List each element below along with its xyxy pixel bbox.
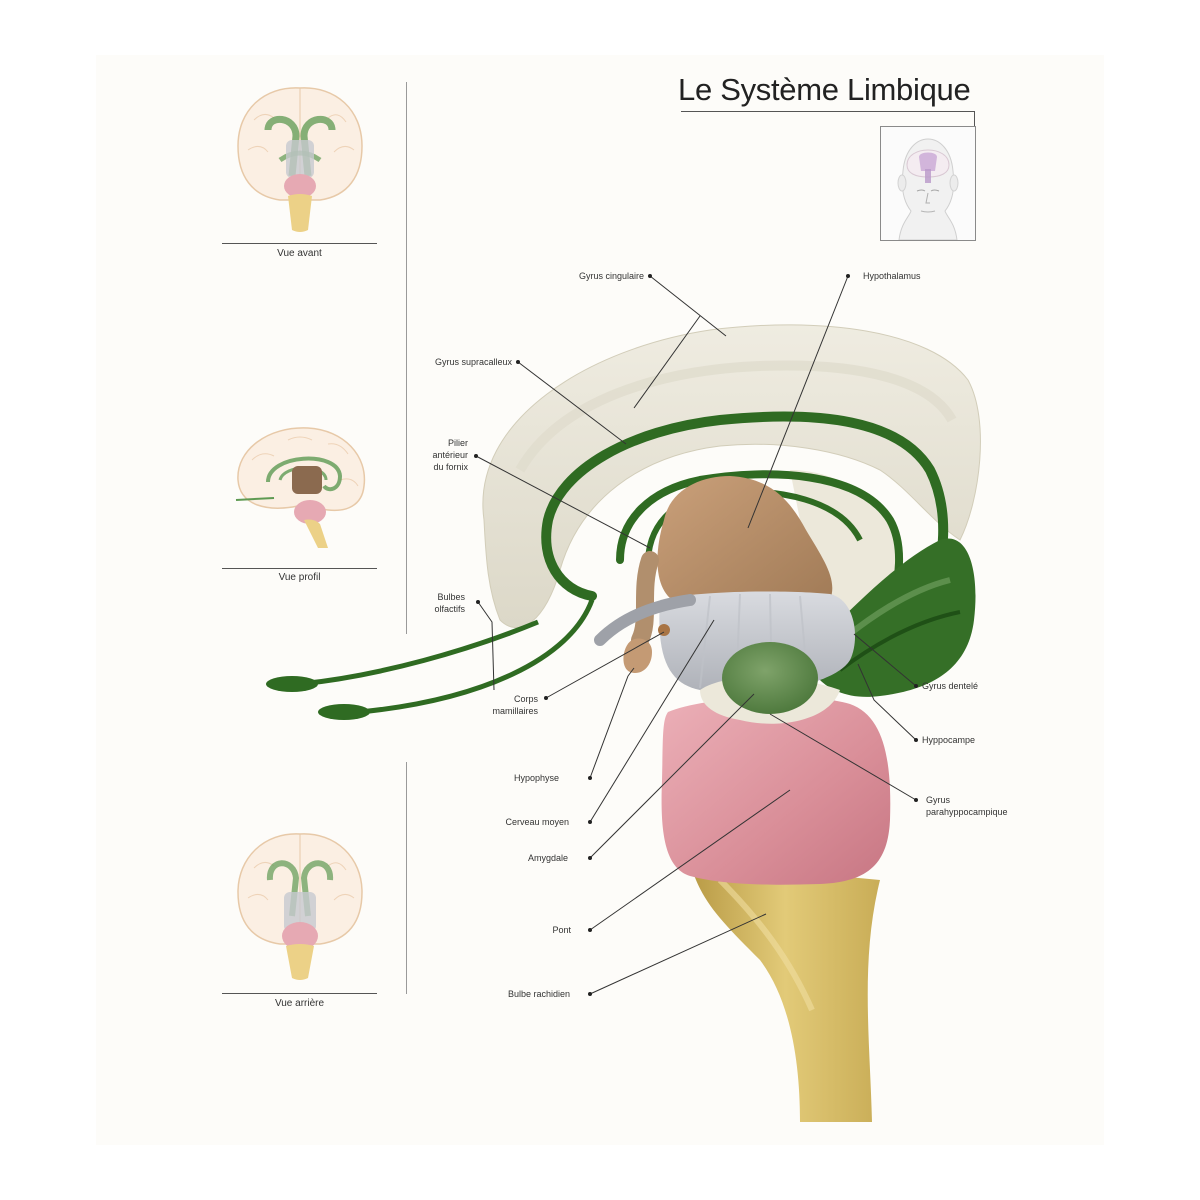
- label-gyrus-dentele: Gyrus dentelé: [922, 681, 979, 691]
- label-gyrus-para-line1: Gyrus: [926, 795, 951, 805]
- olfactory-tract-upper: [299, 619, 539, 687]
- label-gyrus-cingulaire: Gyrus cingulaire: [578, 271, 644, 281]
- supracallosal-gyrus-path: [541, 411, 949, 605]
- mammillary-body: [658, 624, 670, 636]
- page-title: Le Système Limbique: [678, 72, 971, 107]
- label-pont: Pont: [552, 925, 571, 935]
- label-gyrus-supracalleux: Gyrus supracalleux: [434, 357, 512, 367]
- pituitary-shape: [623, 638, 652, 674]
- label-pilier-line2: antérieur: [432, 450, 468, 460]
- fornix-pillar-path: [616, 470, 903, 614]
- thumbnail-front-rule: [222, 243, 377, 244]
- thumbnail-front-label: Vue avant: [277, 248, 322, 259]
- optic-tract: [594, 594, 696, 646]
- label-bulbe-rachidien: Bulbe rachidien: [507, 989, 570, 999]
- label-bulbes-line1: Bulbes: [437, 592, 465, 602]
- label-hypophyse: Hypophyse: [513, 773, 559, 783]
- thumbnail-back-view: [234, 828, 366, 988]
- olfactory-tract-lower: [359, 599, 595, 715]
- label-hyppocampe: Hyppocampe: [922, 735, 976, 745]
- label-corps-line1: Corps: [513, 694, 538, 704]
- olfactory-bulb-lower: [318, 704, 370, 720]
- thumbnail-profile-label: Vue profil: [278, 572, 321, 583]
- thumbnail-back-rule: [222, 993, 377, 994]
- head-illustration: [897, 138, 959, 241]
- head-location-inset: [880, 126, 976, 241]
- label-pilier-line1: Pilier: [447, 438, 468, 448]
- divider-lower: [406, 762, 407, 994]
- hypothalamus-shape: [657, 476, 833, 609]
- divider-upper: [406, 82, 407, 634]
- label-hypothalamus: Hypothalamus: [863, 271, 921, 281]
- label-corps-line2: mamillaires: [492, 706, 538, 716]
- thumbnail-profile-view: [228, 420, 372, 555]
- label-amygdale: Amygdale: [527, 853, 568, 863]
- pons-shape: [661, 696, 891, 885]
- label-cerveau-moyen: Cerveau moyen: [505, 817, 569, 827]
- thumbnail-front-view: [234, 80, 366, 240]
- label-gyrus-para-line2: parahyppocampique: [926, 807, 1008, 817]
- thumbnail-profile-rule: [222, 568, 377, 569]
- olfactory-bulb-upper: [266, 676, 318, 692]
- title-connector: [974, 111, 975, 127]
- amygdala-shape: [722, 642, 818, 714]
- label-bulbes-line2: olfactifs: [434, 604, 465, 614]
- label-pilier-line3: du fornix: [433, 462, 468, 472]
- title-rule: [681, 111, 975, 112]
- thumbnail-back-label: Vue arrière: [274, 998, 325, 1009]
